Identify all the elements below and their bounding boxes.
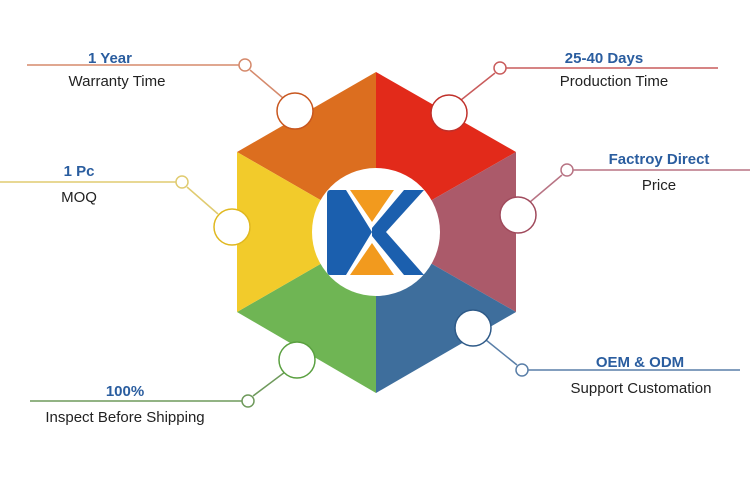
production-headline: 25-40 Days bbox=[564, 50, 644, 67]
warranty-headline: 1 Year bbox=[88, 50, 132, 67]
oem-label: Support Customation bbox=[570, 380, 712, 397]
segment-price bbox=[376, 152, 516, 312]
moq-label: MOQ bbox=[61, 189, 97, 206]
segment-moq bbox=[237, 152, 376, 312]
production-label: Production Time bbox=[559, 73, 669, 90]
price-headline: Factroy Direct bbox=[608, 151, 710, 168]
logo-icon bbox=[327, 190, 424, 275]
inspect-label: Inspect Before Shipping bbox=[45, 409, 205, 426]
price-label: Price bbox=[641, 177, 677, 194]
connectors bbox=[0, 58, 750, 408]
oem-headline: OEM & ODM bbox=[595, 354, 685, 371]
inspect-headline: 100% bbox=[105, 383, 145, 400]
warranty-label: Warranty Time bbox=[68, 73, 166, 90]
moq-headline: 1 Pc bbox=[63, 163, 95, 180]
